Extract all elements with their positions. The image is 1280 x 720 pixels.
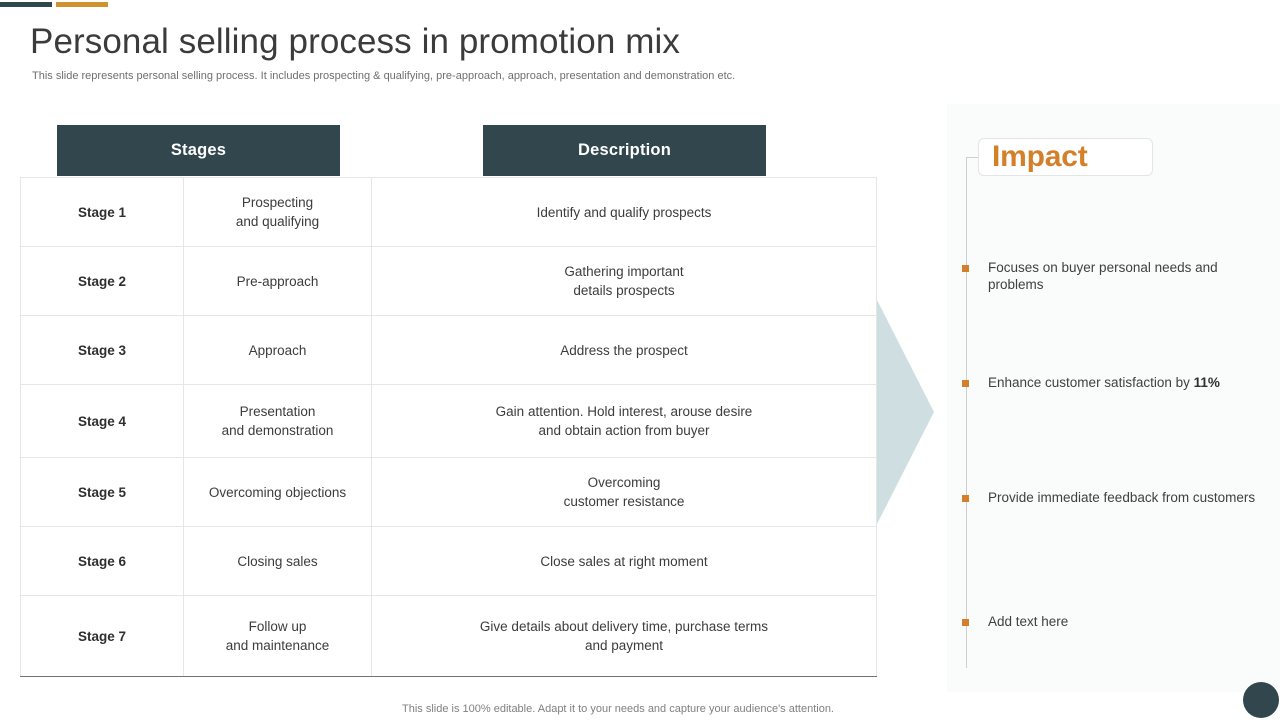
cell-stage-number: Stage 6	[20, 526, 184, 596]
page-title: Personal selling process in promotion mi…	[30, 22, 680, 61]
footer-note: This slide is 100% editable. Adapt it to…	[402, 703, 834, 715]
cell-stage-description-text: Gain attention. Hold interest, arouse de…	[495, 404, 753, 438]
page-subtitle: This slide represents personal selling p…	[32, 70, 736, 82]
impact-item-text: Add text here	[988, 613, 1068, 630]
decorative-corner-dot	[1243, 682, 1279, 718]
cell-stage-description-text: Identify and qualify prospects	[536, 204, 712, 220]
table-row[interactable]: Stage 6 Closing sales Close sales at right…	[20, 526, 877, 596]
cell-stage-name-text: Approach	[248, 342, 307, 358]
impact-item-4[interactable]: Add text here	[962, 613, 1262, 630]
cell-stage-number-text: Stage 7	[77, 628, 127, 644]
cell-stage-name: Overcoming objections	[183, 457, 372, 527]
cell-stage-number: Stage 2	[20, 246, 184, 316]
table-header-description-label: Description	[578, 141, 671, 159]
cell-stage-name-text: Closing sales	[237, 553, 318, 569]
cell-stage-description: Give details about delivery time, purcha…	[371, 595, 877, 677]
impact-item-text-main: Enhance customer satisfaction by	[988, 375, 1194, 390]
cell-stage-name: Approach	[183, 315, 372, 385]
cell-stage-number-text: Stage 3	[77, 342, 127, 358]
cell-stage-number-text: Stage 4	[77, 413, 127, 429]
table-header-description: Description	[483, 125, 766, 176]
table-header-stages: Stages	[57, 125, 340, 176]
cell-stage-description-text: Give details about delivery time, purcha…	[479, 619, 769, 653]
impact-item-3[interactable]: Provide immediate feedback from customer…	[962, 489, 1262, 506]
cell-stage-number: Stage 4	[20, 384, 184, 458]
cell-stage-description-text: Close sales at right moment	[540, 553, 708, 569]
square-bullet-icon	[962, 619, 969, 626]
cell-stage-description: Address the prospect	[371, 315, 877, 385]
cell-stage-name-text: Pre-approach	[236, 273, 319, 289]
impact-item-2[interactable]: Enhance customer satisfaction by 11%	[962, 374, 1262, 391]
impact-item-text: Focuses on buyer personal needs and prob…	[988, 259, 1262, 293]
cell-stage-number: Stage 3	[20, 315, 184, 385]
accent-bar-amber	[56, 2, 108, 7]
impact-item-text-main: Add text here	[988, 614, 1069, 629]
impact-spine-connector	[966, 157, 979, 158]
impact-item-text: Enhance customer satisfaction by 11%	[988, 374, 1220, 391]
cell-stage-number-text: Stage 1	[77, 204, 127, 220]
cell-stage-number: Stage 1	[20, 177, 184, 247]
impact-title-chip: Impact	[978, 138, 1153, 176]
cell-stage-description-text: Address the prospect	[560, 342, 688, 358]
impact-item-1[interactable]: Focuses on buyer personal needs and prob…	[962, 259, 1262, 293]
cell-stage-description: Identify and qualify prospects	[371, 177, 877, 247]
square-bullet-icon	[962, 380, 969, 387]
table-row[interactable]: Stage 3 Approach Address the prospect	[20, 315, 877, 385]
flow-arrow-icon	[877, 300, 934, 524]
impact-panel	[947, 104, 1280, 692]
impact-item-emphasis: 11%	[1193, 375, 1220, 390]
cell-stage-name: Pre-approach	[183, 246, 372, 316]
cell-stage-description: Gain attention. Hold interest, arouse de…	[371, 384, 877, 458]
cell-stage-number-text: Stage 2	[77, 273, 127, 289]
impact-spine-line	[966, 157, 967, 668]
impact-item-text-main: Focuses on buyer personal needs and prob…	[988, 260, 1218, 292]
accent-bar-dark	[0, 2, 52, 7]
impact-title-label: Impact	[992, 140, 1088, 173]
table-header-stages-label: Stages	[170, 141, 227, 159]
cell-stage-number-text: Stage 5	[77, 484, 127, 500]
square-bullet-icon	[962, 265, 969, 272]
cell-stage-description: Close sales at right moment	[371, 526, 877, 596]
cell-stage-number-text: Stage 6	[77, 553, 127, 569]
cell-stage-number: Stage 5	[20, 457, 184, 527]
square-bullet-icon	[962, 495, 969, 502]
impact-item-text: Provide immediate feedback from customer…	[988, 489, 1255, 506]
cell-stage-name: Closing sales	[183, 526, 372, 596]
cell-stage-number: Stage 7	[20, 595, 184, 677]
impact-item-text-main: Provide immediate feedback from customer…	[988, 490, 1256, 505]
cell-stage-name-text: Overcoming objections	[208, 484, 347, 500]
